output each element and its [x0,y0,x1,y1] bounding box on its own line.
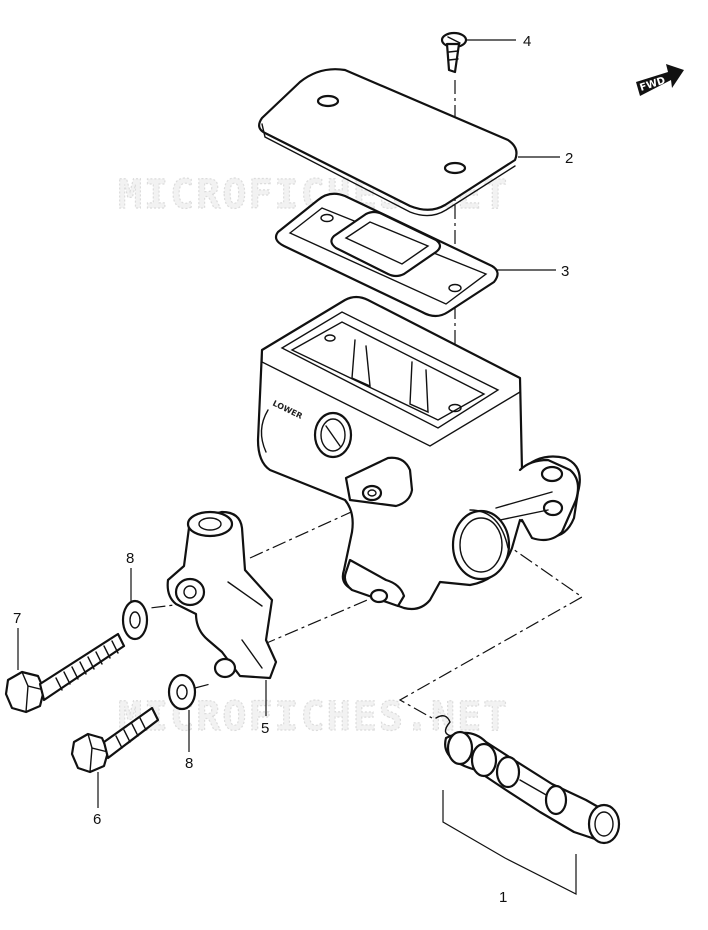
callout-leaders [17,39,577,895]
piston-set [435,715,621,845]
callout-6: 6 [93,811,101,828]
callout-numbers: 4 2 3 7 8 5 8 6 1 [13,33,573,906]
diaphragm [274,192,499,318]
fwd-label: FWD [639,75,667,94]
callout-5: 5 [261,720,269,737]
master-cylinder-body: LOWER [256,295,581,611]
callout-4: 4 [523,33,531,50]
reservoir-cap [258,68,518,217]
arrow-right-icon [636,64,684,96]
callout-7: 7 [13,610,21,627]
washer-upper [121,599,149,641]
callout-1: 1 [499,889,507,906]
holder-bolt-short [70,706,160,774]
lever-holder [166,510,278,680]
callout-3: 3 [561,263,569,280]
callout-8-upper: 8 [126,550,134,567]
lever-bolt-long [4,632,126,714]
washer-lower [167,673,197,711]
callout-2: 2 [565,150,573,167]
callout-8-lower: 8 [185,755,193,772]
fwd-badge: FWD [636,64,684,96]
cover-screw [440,31,468,74]
